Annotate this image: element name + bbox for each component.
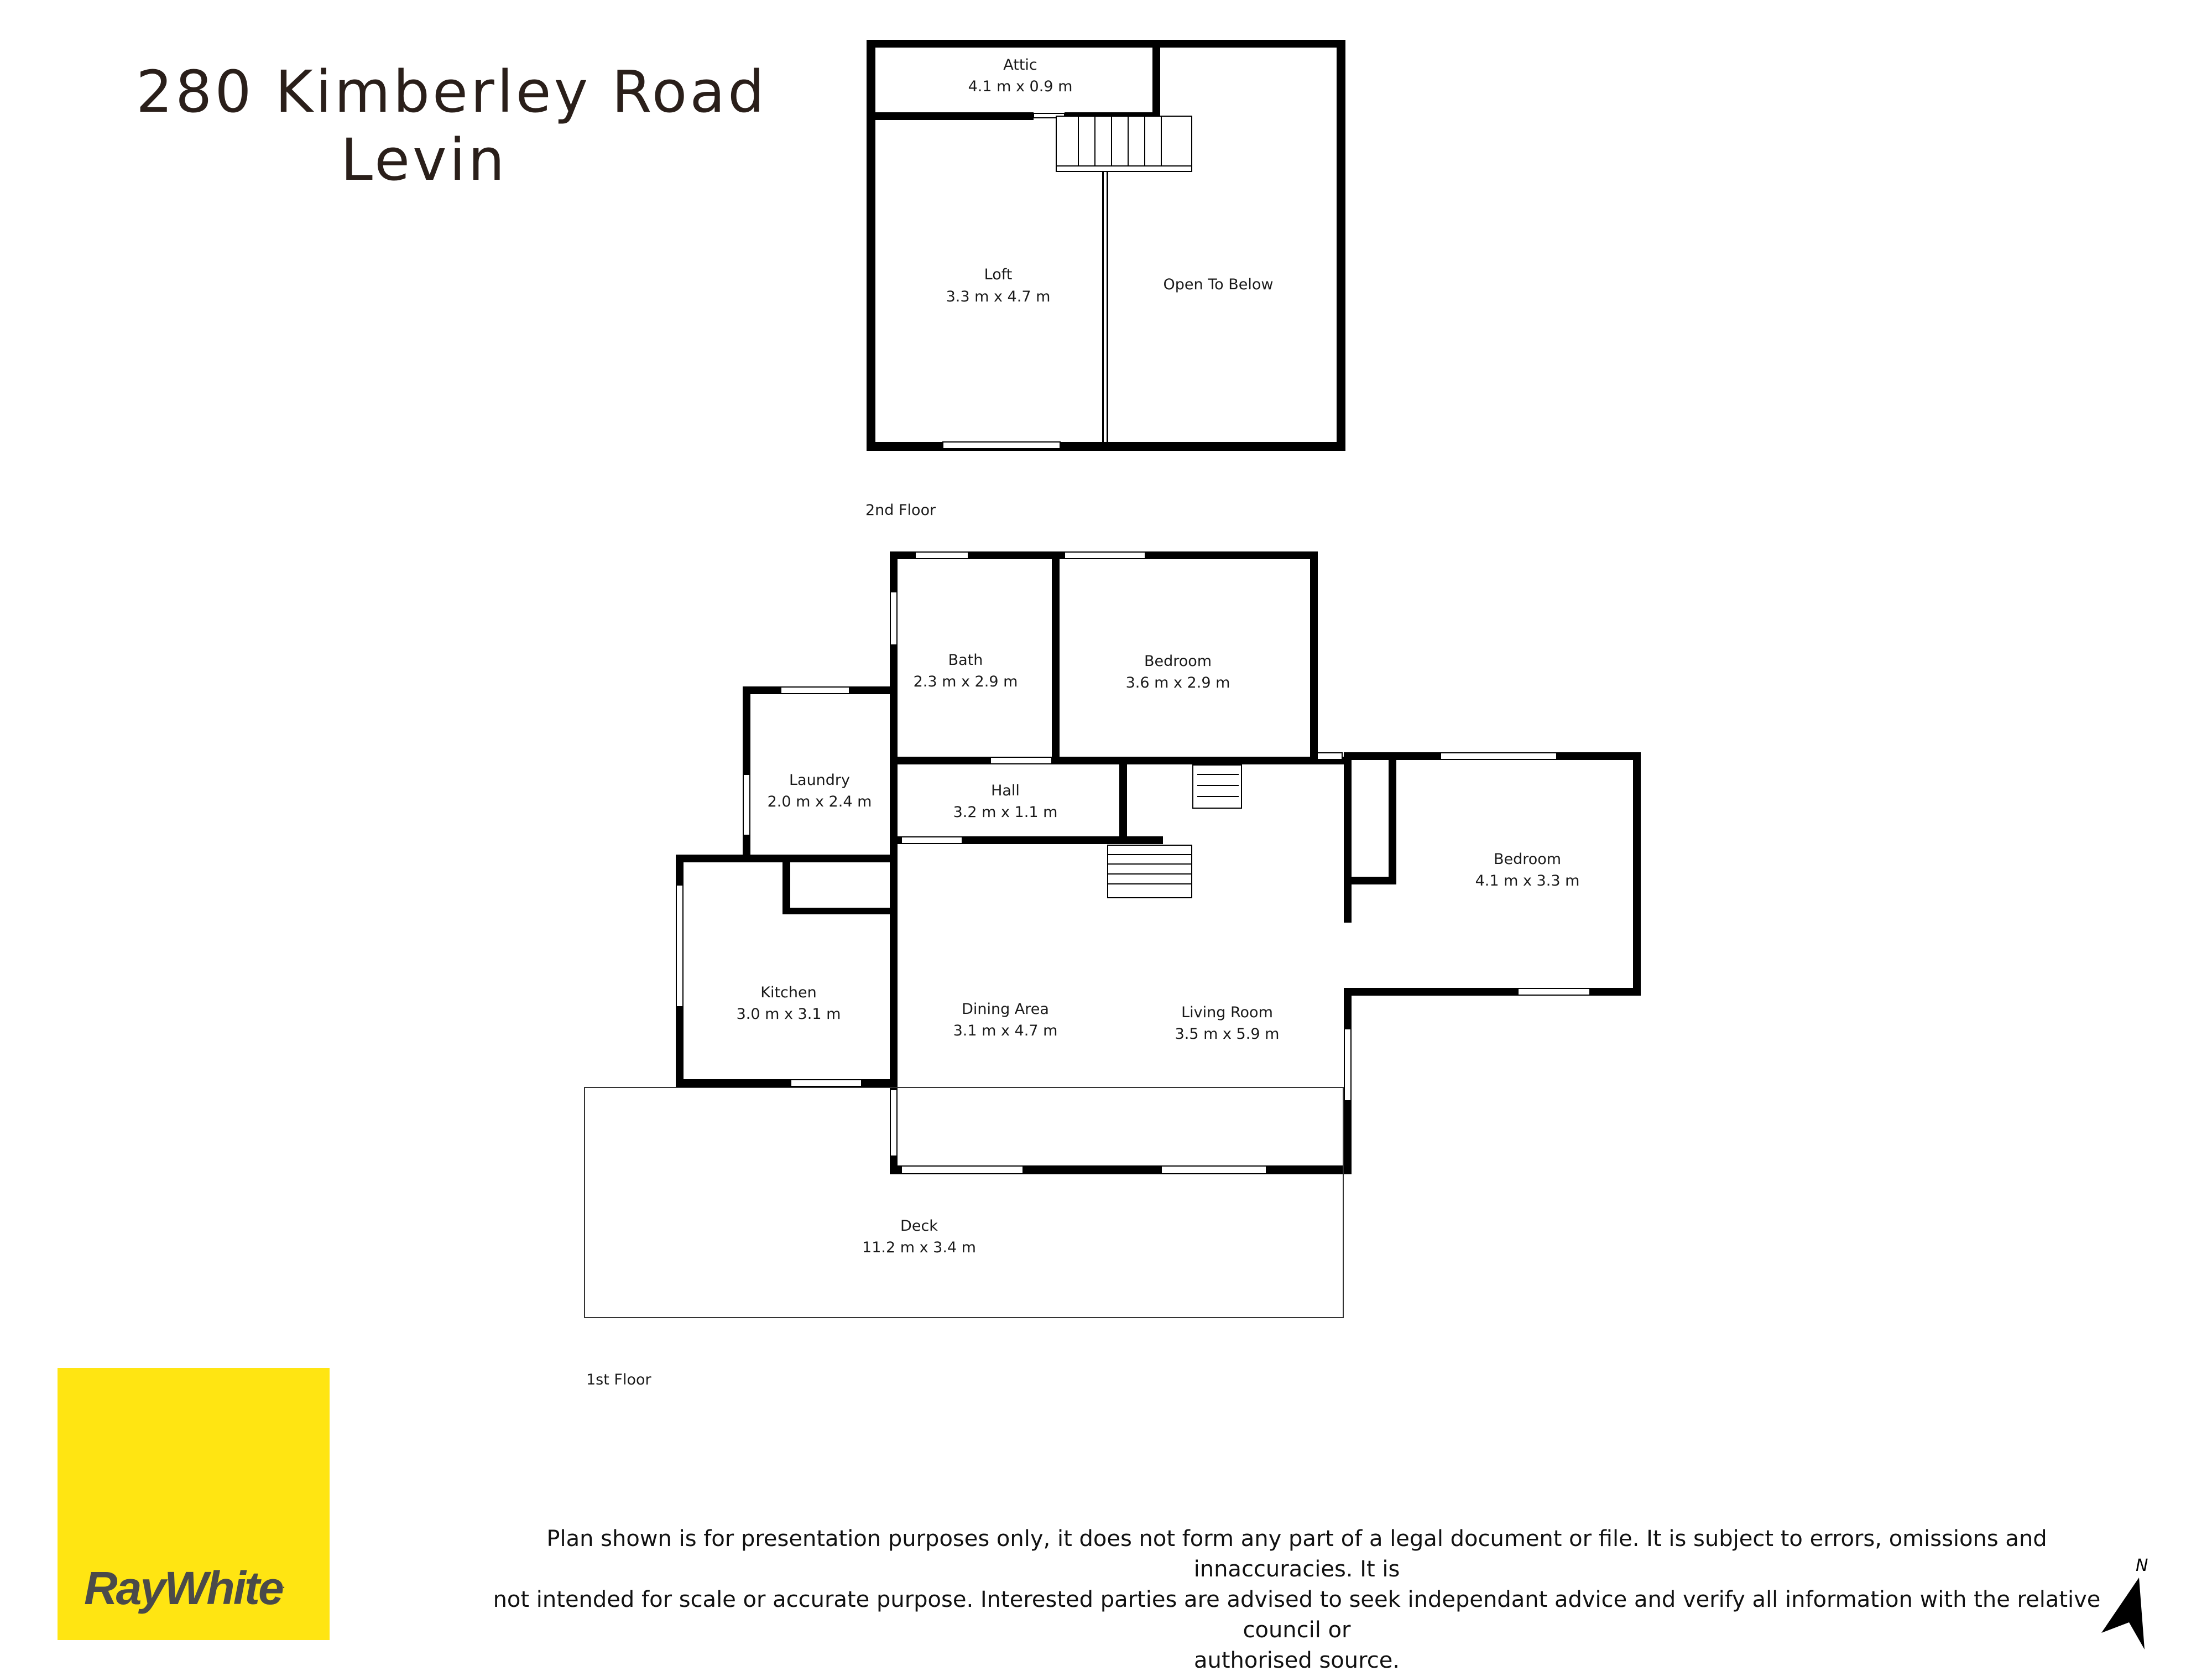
loft-divider [1102,167,1104,444]
loft-wall-right [1337,40,1345,451]
living-name: Living Room [1181,1004,1273,1021]
address-title: 280 Kimberley Road [136,58,768,126]
bedroom1-dims: 3.6 m x 2.9 m [1126,674,1230,691]
loft-wall-left [867,40,875,451]
stairs-lower [1107,845,1192,898]
hall-dims: 3.2 m x 1.1 m [953,804,1058,821]
kitchen-wall-bottom [676,1079,898,1087]
living-window-bottom [1161,1165,1267,1174]
stairs-upper [1056,116,1192,172]
hall-wall-right [1119,758,1127,841]
disclaimer-line-2: not intended for scale or accurate purpo… [493,1587,2101,1643]
kitchen-name: Kitchen [760,984,816,1001]
bedroom2-window-top [1440,752,1557,760]
dining-dims: 3.1 m x 4.7 m [953,1022,1058,1039]
walls [676,40,1641,1174]
bath-dims: 2.3 m x 2.9 m [914,673,1018,690]
bath-wall-left [890,551,898,764]
laundry-dims: 2.0 m x 2.4 m [768,793,872,810]
laundry-name: Laundry [789,772,850,789]
windows [676,113,1590,1174]
brand-name: RayWhite [84,1562,284,1614]
bath-name: Bath [948,652,983,669]
north-arrow-icon: N [2101,1556,2148,1649]
living-wall-right-upper [1344,757,1352,923]
raywhite-logo: RayWhite. [58,1368,330,1640]
raywhite-logo-text: RayWhite. [84,1562,285,1615]
bedroom1-wall-bottom [1052,757,1118,764]
hall-name: Hall [991,782,1020,799]
loft-wall-bottom [867,442,1344,451]
fireplace-icon [1192,764,1242,809]
brand-mark: . [282,1581,285,1590]
bedroom2-closet-wall [1344,877,1396,884]
disclaimer: Plan shown is for presentation purposes … [481,1524,2112,1676]
hall-window-bottom [901,836,963,844]
bedroom2-name: Bedroom [1494,851,1561,868]
disclaimer-line-3: authorised source. [1193,1648,1400,1673]
laundry-window-top [780,686,850,694]
bedroom2-window-small [1317,752,1343,760]
open-to-below-name: Open To Below [1164,276,1274,293]
living-window-right [1344,1028,1352,1101]
living-dims: 3.5 m x 5.9 m [1175,1026,1280,1043]
bath-wall-bottom [890,757,990,764]
bath-window-left [890,591,898,646]
deck-outline [584,1087,1344,1318]
loft-window [942,441,1061,449]
kitchen-pantry-wall [782,856,790,914]
compass-label: N [2136,1556,2148,1575]
kitchen-pantry-wall-2 [782,908,898,914]
kitchen-dims: 3.0 m x 3.1 m [737,1006,841,1023]
kitchen-window-left [676,884,684,1007]
bedroom2-wall-bottom [1344,988,1641,996]
bedroom2-closet-wall-2 [1389,760,1396,884]
floor-label-1st: 1st Floor [586,1371,651,1388]
loft-divider-2 [1107,167,1108,444]
bath-window-top [915,551,969,559]
bedroom1-window-top [1064,551,1146,559]
loft-wall-top [867,40,1344,48]
attic-wall-bottom [867,112,1034,120]
loft-dims: 3.3 m x 4.7 m [946,288,1051,305]
laundry-window-left [743,774,750,836]
hall-door [990,757,1052,764]
living-wall-top [1119,757,1352,764]
kitchen-window-bottom [790,1079,862,1087]
bedroom2-window-bottom [1517,988,1590,996]
bedroom2-dims: 4.1 m x 3.3 m [1475,872,1580,889]
bedroom1-wall-right [1310,551,1318,761]
floor-label-2nd: 2nd Floor [865,502,936,519]
dining-window-left [890,1089,898,1157]
bedroom1-name: Bedroom [1144,653,1212,670]
attic-wall-right [1152,40,1160,117]
attic-dims: 4.1 m x 0.9 m [968,78,1073,95]
deck-dims: 11.2 m x 3.4 m [862,1239,976,1256]
bedroom2-wall-right [1633,752,1641,996]
loft-name: Loft [984,266,1013,283]
dining-name: Dining Area [962,1001,1049,1018]
dining-door-bottom [901,1165,1024,1174]
address-suburb: Levin [341,126,508,194]
attic-name: Attic [1003,56,1037,74]
disclaimer-line-1: Plan shown is for presentation purposes … [546,1526,2047,1582]
room-labels: Attic 4.1 m x 0.9 m Loft 3.3 m x 4.7 m O… [737,56,1580,1256]
deck-name: Deck [900,1217,938,1235]
bath-bedroom-divider [1052,551,1060,764]
